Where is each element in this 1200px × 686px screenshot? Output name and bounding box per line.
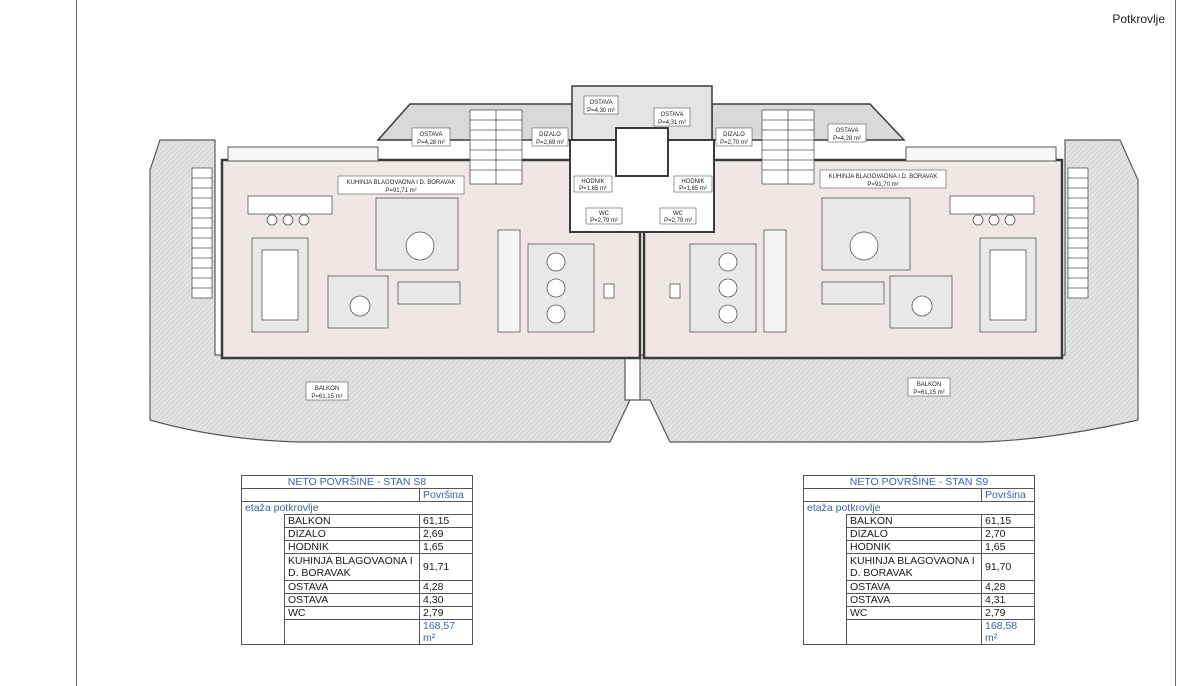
side-ladder-right	[1067, 167, 1089, 299]
storage-a-label-right: OSTAVA	[835, 128, 858, 134]
area-value-cell: 2,70	[981, 527, 1035, 541]
storage-b-label-left: OSTAVA	[589, 100, 612, 106]
elevator-area-left: P=2,69 m²	[536, 140, 564, 146]
kitchen-label-right: KUHINJA BLAGOVAONA I D. BORAVAK	[829, 174, 938, 180]
room-name-cell: DIZALO	[284, 527, 420, 541]
kitchen-area-left: P=91,71 m²	[385, 188, 416, 194]
kitchen-area-right: P=91,70 m²	[867, 182, 898, 188]
table-total: 168,57 m²	[419, 619, 473, 645]
wc-label-left: WC	[599, 211, 610, 217]
table-floor-label: etaža potkrovlje	[241, 501, 473, 515]
area-table-s9: NETO POVRŠINE - STAN S9 Površina etaža p…	[803, 475, 1035, 645]
area-value-cell: 61,15	[981, 514, 1035, 528]
area-table-s8: NETO POVRŠINE - STAN S8 Površina etaža p…	[241, 475, 473, 645]
area-value-cell: 61,15	[419, 514, 473, 528]
area-value-cell: 4,28	[419, 580, 473, 594]
area-value-cell: 4,28	[981, 580, 1035, 594]
storage-a-label-left: OSTAVA	[419, 132, 442, 138]
hall-area-right: P=1,65 m²	[679, 186, 707, 192]
elevator-label-left: DIZALO	[539, 132, 561, 138]
area-value-cell: 2,79	[419, 606, 473, 620]
sheet-title: Potkrovlje	[1112, 12, 1165, 26]
kitchen-label-left: KUHINJA BLAGOVAONA I D. BORAVAK	[347, 180, 456, 186]
table-title: NETO POVRŠINE - STAN S9	[803, 475, 1035, 489]
room-name-cell: WC	[284, 606, 420, 620]
stairs-right	[761, 109, 815, 185]
room-name-cell: BALKON	[846, 514, 982, 528]
hall-area-left: P=1,65 m²	[579, 186, 607, 192]
area-value-cell: 1,65	[419, 540, 473, 554]
area-value-cell: 4,31	[981, 593, 1035, 607]
area-value-cell: 91,70	[981, 553, 1035, 581]
hall-label-right: HODNIK	[681, 179, 704, 185]
side-ladder-left	[191, 167, 213, 299]
room-name-cell: OSTAVA	[846, 593, 982, 607]
hall-label-left: HODNIK	[581, 179, 604, 185]
room-name-cell: KUHINJA BLAGOVAONA I D. BORAVAK	[846, 553, 982, 581]
storage-b-area-left: P=4,30 m²	[587, 108, 615, 114]
table-col-header: Površina	[981, 488, 1035, 502]
storage-b-area-right: P=4,31 m²	[658, 120, 686, 126]
furniture-right	[669, 195, 1037, 333]
storage-b-label-right: OSTAVA	[660, 112, 683, 118]
area-value-cell: 2,79	[981, 606, 1035, 620]
wc-area-left: P=2,79 m²	[590, 218, 618, 224]
room-name-cell: KUHINJA BLAGOVAONA I D. BORAVAK	[284, 553, 420, 581]
room-name-cell: OSTAVA	[284, 580, 420, 594]
room-name-cell: OSTAVA	[284, 593, 420, 607]
area-value-cell: 91,71	[419, 553, 473, 581]
storage-a-area-left: P=4,28 m²	[417, 140, 445, 146]
furniture-left	[247, 195, 615, 333]
area-value-cell: 2,69	[419, 527, 473, 541]
room-name-cell: DIZALO	[846, 527, 982, 541]
storage-a-area-right: P=4,28 m²	[833, 136, 861, 142]
kitchen-counter-left	[227, 146, 379, 162]
elevator-label-right: DIZALO	[723, 132, 745, 138]
room-name-cell: WC	[846, 606, 982, 620]
area-value-cell: 1,65	[981, 540, 1035, 554]
terrace-outline	[149, 139, 1139, 443]
area-value-cell: 4,30	[419, 593, 473, 607]
table-title: NETO POVRŠINE - STAN S8	[241, 475, 473, 489]
room-name-cell: HODNIK	[846, 540, 982, 554]
room-name-cell: OSTAVA	[846, 580, 982, 594]
room-name-cell: HODNIK	[284, 540, 420, 554]
room-labels-left: KUHINJA BLAGOVAONA I D. BORAVAK P=91,71 …	[305, 95, 623, 401]
table-floor-label: etaža potkrovlje	[803, 501, 1035, 515]
balcony-area-left: P=61,15 m²	[311, 394, 342, 400]
kitchen-counter-right	[905, 146, 1057, 162]
wc-area-right: P=2,79 m²	[664, 218, 692, 224]
room-labels-right: KUHINJA BLAGOVAONA I D. BORAVAK P=91,70 …	[653, 107, 951, 397]
wc-label-right: WC	[673, 211, 684, 217]
table-col-header: Površina	[419, 488, 473, 502]
stairs-left	[469, 109, 523, 185]
balcony-label-left: BALKON	[315, 386, 339, 392]
table-total: 168,58 m²	[981, 619, 1035, 645]
room-name-cell: BALKON	[284, 514, 420, 528]
balcony-label-right: BALKON	[917, 382, 941, 388]
elevator-area-right: P=2,70 m²	[720, 140, 748, 146]
elevator-shaft	[615, 127, 669, 177]
balcony-area-right: P=61,15 m²	[913, 390, 944, 396]
